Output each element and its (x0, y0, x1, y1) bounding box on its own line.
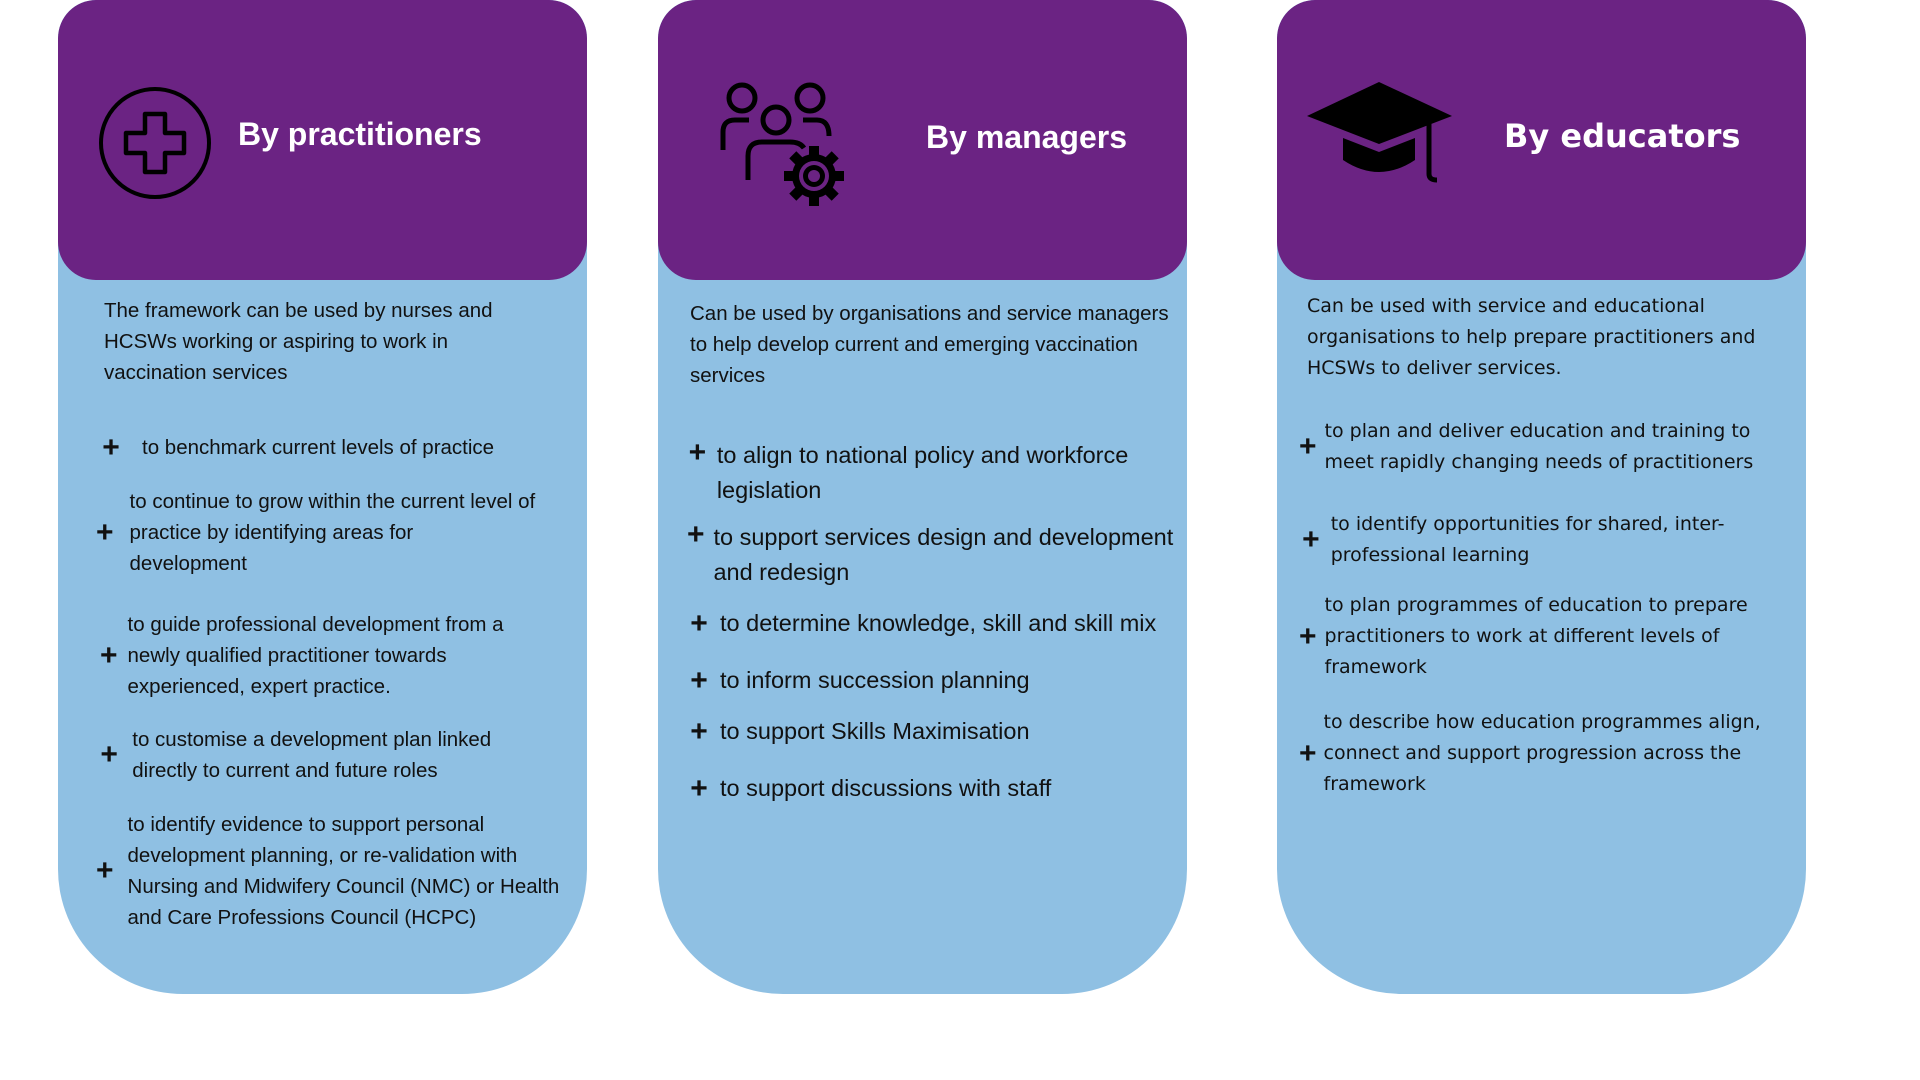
plus-icon: + (1299, 619, 1317, 653)
plus-icon: + (688, 436, 707, 469)
card-intro: Can be used by organisations and service… (690, 302, 1169, 387)
plus-icon: + (686, 518, 705, 551)
plus-icon: + (102, 430, 120, 464)
card-intro: Can be used with service and educational… (1307, 295, 1756, 379)
card-intro: The framework can be used by nurses and … (104, 299, 493, 384)
list-item: +to align to national policy and workfor… (684, 438, 1184, 508)
card-header: By educators (1277, 0, 1806, 280)
list-item: +to support discussions with staff (684, 771, 1184, 806)
plus-icon: + (1299, 430, 1317, 463)
list-item: +to describe how education programmes al… (1299, 711, 1761, 795)
card-header: By practitioners (58, 0, 587, 280)
plus-icon: + (690, 606, 708, 640)
card-title: By practitioners (238, 116, 482, 152)
plus-icon: + (690, 663, 708, 697)
plus-icon: + (1299, 736, 1317, 770)
medical-cross-icon (99, 87, 211, 199)
list-item: +to identify opportunities for shared, i… (1299, 509, 1799, 571)
educators-card: By educators Can be used with service an… (1277, 0, 1806, 994)
list-item: +to benchmark current levels of practice (96, 432, 566, 463)
list-item: +to support Skills Maximisation (684, 714, 1184, 749)
list-item: +to guide professional development from … (100, 613, 504, 698)
plus-icon: + (96, 515, 114, 549)
card-title: By managers (926, 119, 1127, 155)
list-item: +to identify evidence to support persona… (96, 813, 560, 929)
list-item: +to inform succession planning (684, 663, 1184, 698)
card-title: By educators (1504, 117, 1741, 155)
graduation-cap-icon (1307, 82, 1452, 183)
card-header: By managers (658, 0, 1187, 280)
list-item: +to support services design and developm… (684, 520, 1184, 590)
plus-icon: + (1302, 523, 1320, 556)
list-item: +to continue to grow within the current … (96, 490, 536, 575)
plus-icon: + (100, 638, 118, 672)
plus-icon: + (690, 771, 708, 805)
list-item: +to plan programmes of education to prep… (1299, 594, 1748, 678)
plus-icon: + (96, 854, 114, 887)
team-settings-icon (720, 82, 844, 206)
practitioners-card: By practitioners The framework can be us… (58, 0, 587, 994)
plus-icon: + (100, 738, 118, 771)
list-item: +to determine knowledge, skill and skill… (684, 606, 1184, 641)
managers-card: By managers Can be used by organisations… (658, 0, 1187, 994)
list-item: +to plan and deliver education and train… (1299, 420, 1754, 473)
plus-icon: + (690, 714, 708, 748)
list-item: +to customise a development plan linked … (100, 728, 492, 782)
